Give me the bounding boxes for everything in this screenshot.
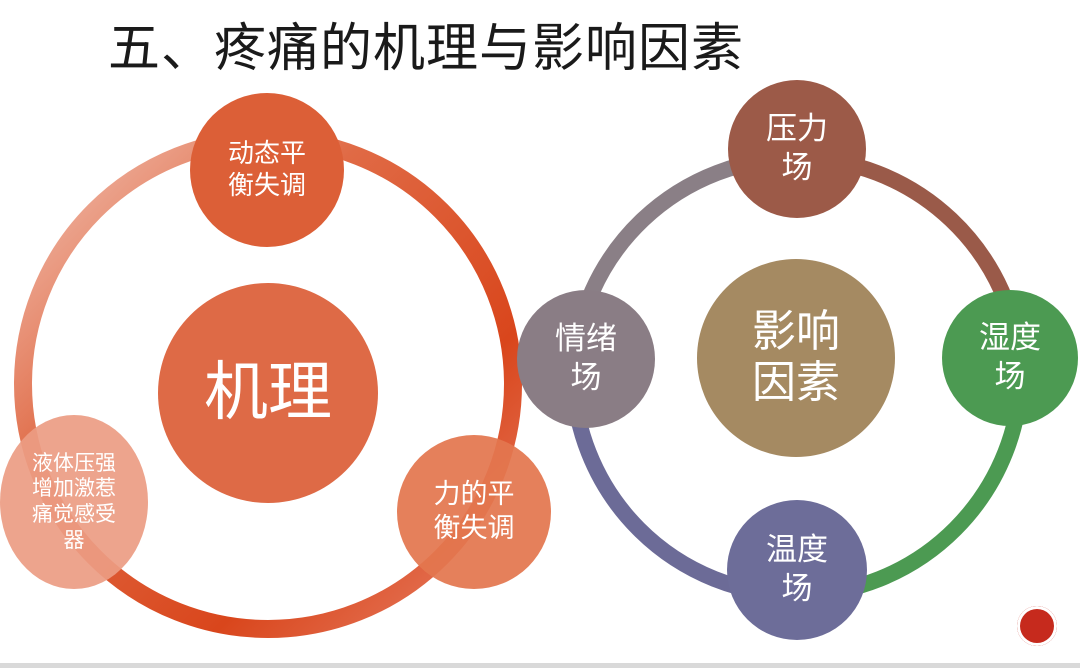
factors-center-label: 影响 因素 (752, 306, 840, 408)
factors-center-circle: 影响 因素 (697, 259, 895, 457)
node-temperature-field-label: 温度 场 (766, 532, 828, 607)
slide-badge-icon (1017, 606, 1057, 646)
mechanism-center-label: 机理 (204, 356, 332, 430)
node-emotion-field-label: 情绪 场 (555, 321, 617, 396)
node-emotion-field: 情绪 场 (517, 290, 655, 428)
node-humidity-field: 湿度 场 (942, 290, 1078, 426)
node-fluid-pressure: 液体压强 增加激惹 痛觉感受 器 (0, 415, 148, 589)
bottom-divider (0, 663, 1080, 668)
node-dynamic-balance-disorder: 动态平 衡失调 (190, 93, 344, 247)
node-humidity-field-label: 湿度 场 (979, 320, 1041, 395)
node-temperature-field: 温度 场 (727, 500, 867, 640)
node-dynamic-balance-disorder-label: 动态平 衡失调 (227, 138, 306, 202)
slide-title: 五、疼痛的机理与影响因素 (108, 19, 745, 79)
node-pressure-field-label: 压力 场 (766, 111, 828, 186)
mechanism-center-circle: 机理 (158, 283, 378, 503)
node-fluid-pressure-label: 液体压强 增加激惹 痛觉感受 器 (32, 450, 116, 552)
node-force-balance-disorder-label: 力的平 衡失调 (433, 479, 515, 544)
node-pressure-field: 压力 场 (728, 80, 866, 218)
node-force-balance-disorder: 力的平 衡失调 (397, 435, 551, 589)
